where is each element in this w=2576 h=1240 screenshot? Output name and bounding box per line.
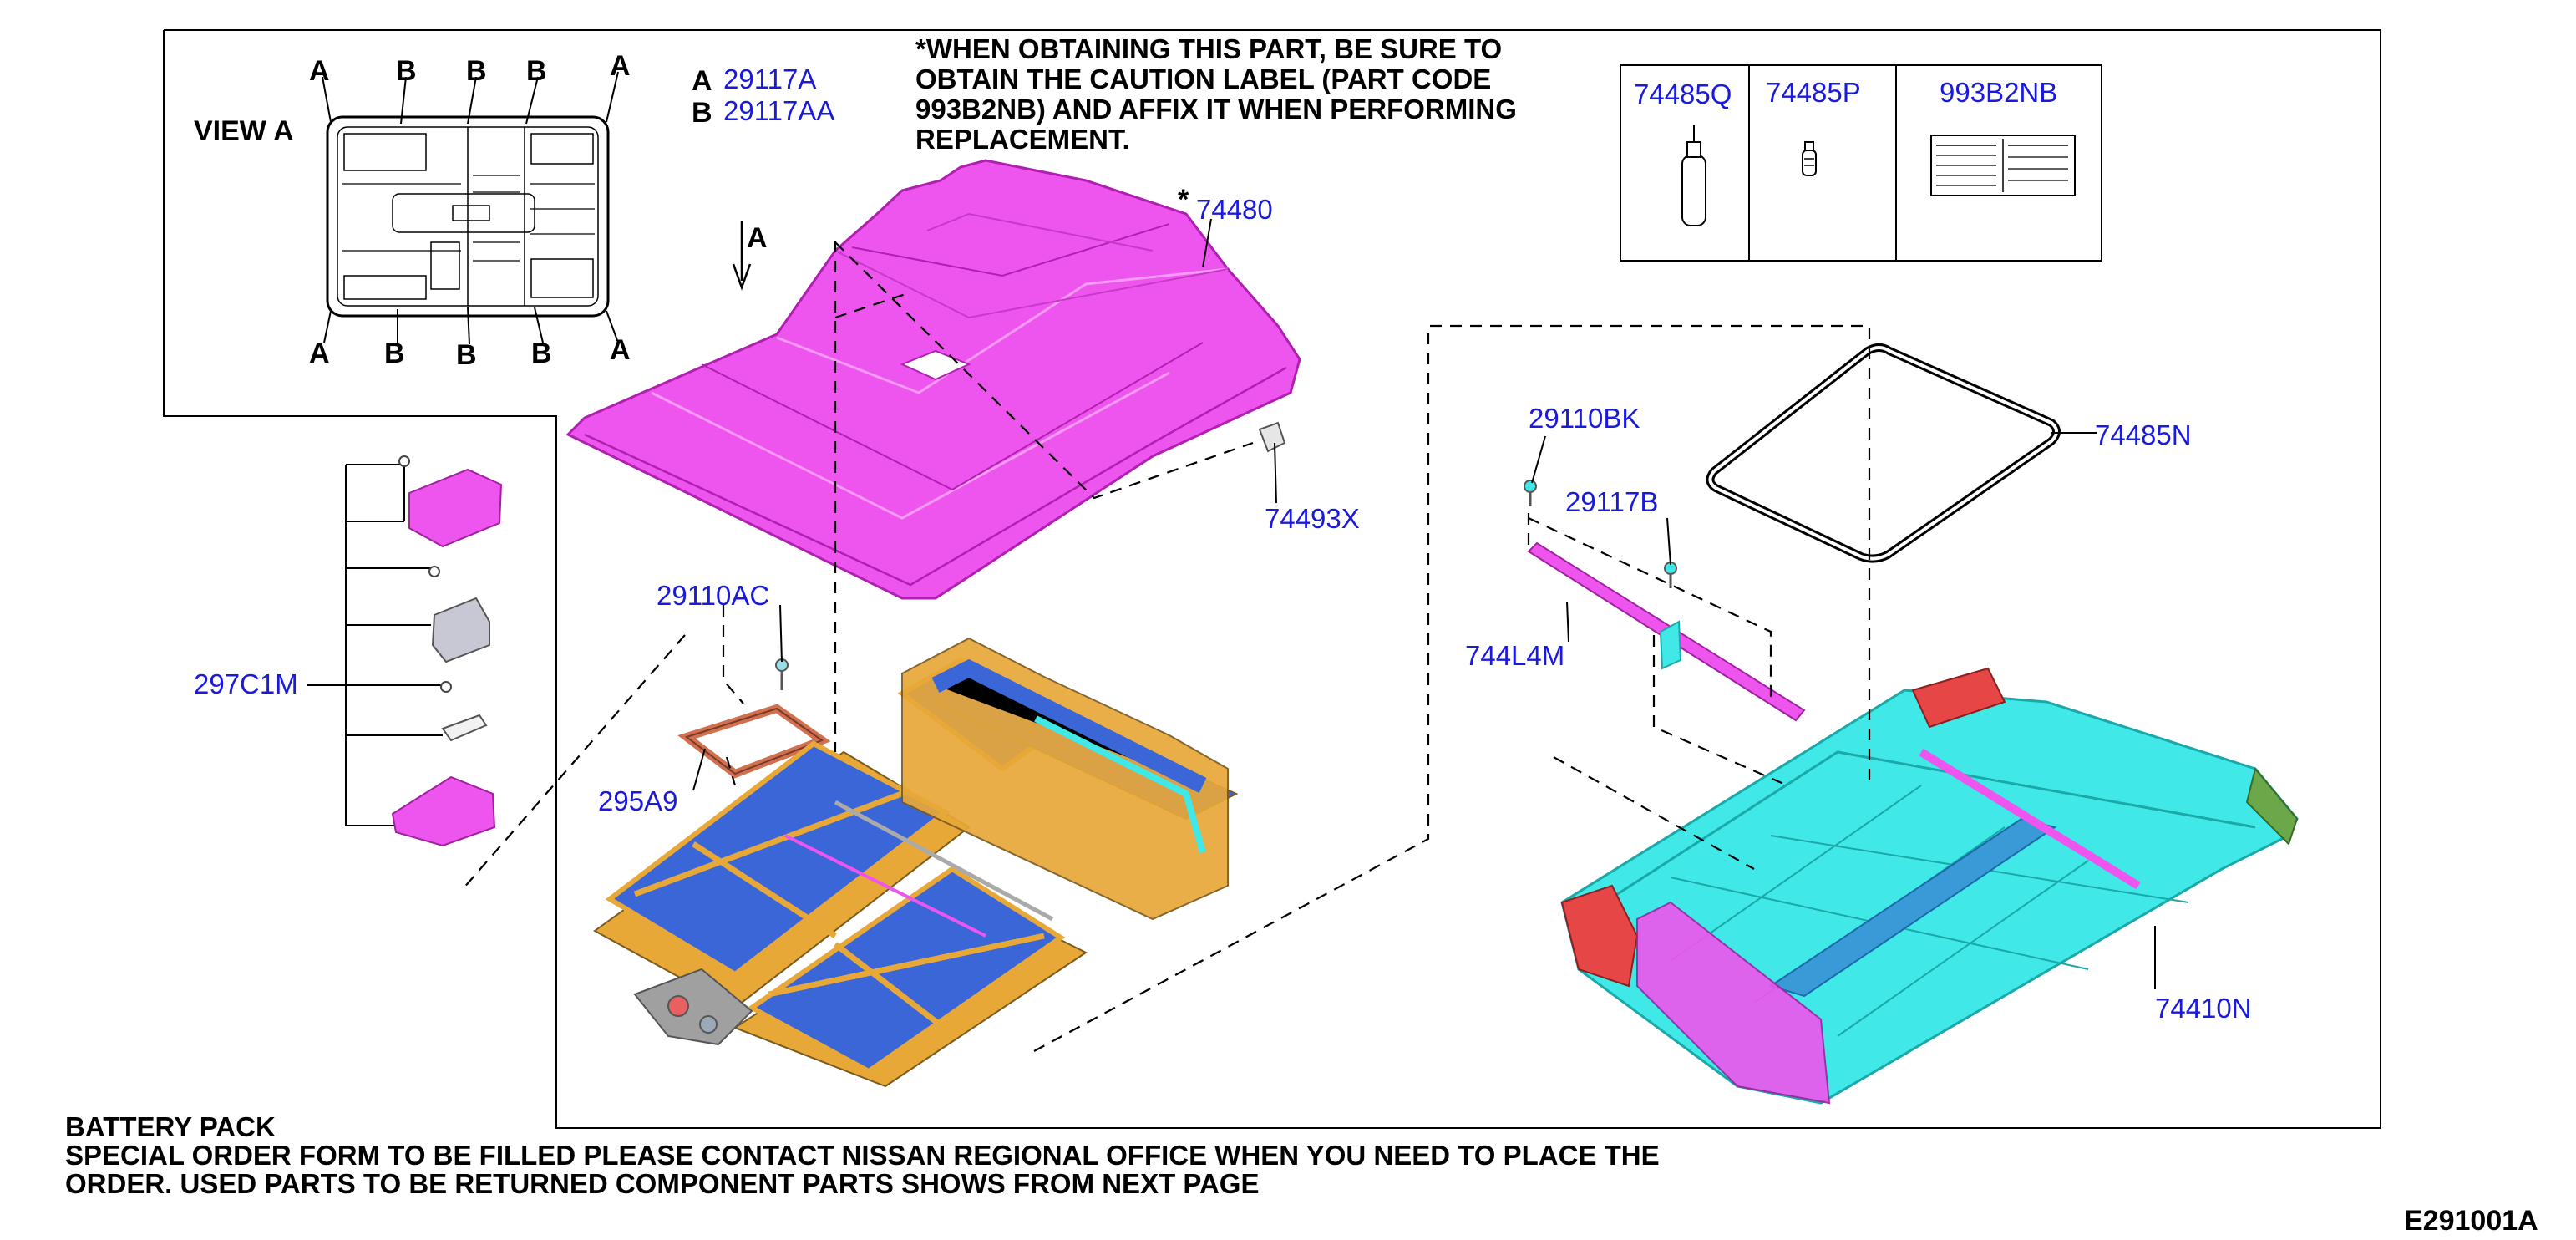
view-a-bottom-letter-2: B — [384, 338, 405, 369]
view-a-bottom-letter-3: B — [456, 339, 477, 371]
callout-labels: * 74480 74493X 29110AC 295A9 297C1M 2911… — [194, 184, 2252, 1024]
table-header-74485q: 74485Q — [1634, 79, 1732, 109]
view-a-inset: VIEW A — [194, 50, 631, 371]
battery-tray — [1560, 667, 2299, 1105]
caution-note-line-3: 993B2NB) AND AFFIX IT WHEN PERFORMING — [915, 94, 1517, 125]
callout-744l4m: 744L4M — [1465, 640, 1564, 671]
legend-part-b: 29117AA — [723, 95, 834, 126]
footer-notes: BATTERY PACK SPECIAL ORDER FORM TO BE FI… — [65, 1111, 2538, 1237]
callout-295a9: 295A9 — [598, 785, 677, 816]
callout-74480: 74480 — [1196, 194, 1273, 225]
diagram-frame — [163, 29, 2381, 1129]
battery-modules — [593, 637, 1239, 1088]
footer-line-2: ORDER. USED PARTS TO BE RETURNED COMPONE… — [65, 1168, 1259, 1199]
callout-leaders — [692, 218, 2156, 989]
view-a-bottom-letter-4: B — [531, 338, 552, 369]
legend-letter-a: A — [692, 65, 712, 97]
legend-part-a: 29117A — [723, 64, 816, 94]
gasket-part — [677, 658, 831, 779]
view-a-title: VIEW A — [194, 115, 294, 147]
view-a-top-letter-2: B — [396, 55, 417, 87]
callout-29117b: 29117B — [1565, 486, 1658, 517]
bracket-part — [1258, 421, 1286, 453]
callout-74493x: 74493X — [1265, 503, 1360, 534]
caution-note-line-1: *WHEN OBTAINING THIS PART, BE SURE TO — [915, 33, 1502, 64]
battery-cover — [565, 159, 1301, 600]
view-a-leaders — [322, 71, 619, 345]
table-header-993b2nb: 993B2NB — [1940, 77, 2057, 108]
view-a-top-letter-4: B — [526, 55, 547, 87]
cover-asterisk: * — [1178, 184, 1189, 216]
view-a-top-letter-1: A — [309, 55, 330, 87]
caution-note-line-2: OBTAIN THE CAUTION LABEL (PART CODE — [915, 64, 1491, 94]
callout-74410n: 74410N — [2155, 993, 2252, 1024]
callout-297c1m: 297C1M — [194, 668, 298, 699]
view-a-bottom-letter-1: A — [309, 338, 330, 369]
letter-legend: A 29117A B 29117AA — [692, 64, 834, 129]
view-a-tray-outline — [326, 115, 610, 318]
sealant-tube-icon — [1681, 125, 1706, 226]
table-header-74485p: 74485P — [1766, 77, 1861, 108]
view-a-bottom-letter-5: A — [610, 334, 631, 366]
seal-ring — [1706, 343, 2061, 563]
reinforcement-bar — [1524, 480, 1806, 722]
figure-code: E291001A — [2404, 1205, 2538, 1237]
caution-note: *WHEN OBTAINING THIS PART, BE SURE TO OB… — [915, 33, 1517, 155]
small-bottle-icon — [1802, 141, 1817, 176]
assembly-dashed-lines — [462, 241, 1871, 1052]
view-a-top-letter-5: A — [610, 50, 631, 82]
callout-29110ac: 29110AC — [657, 580, 769, 611]
legend-letter-b: B — [692, 97, 712, 129]
callout-29110bk: 29110BK — [1529, 403, 1640, 434]
footer-title: BATTERY PACK — [65, 1111, 276, 1142]
view-a-arrow: A — [732, 221, 768, 291]
footer-line-1: SPECIAL ORDER FORM TO BE FILLED PLEASE C… — [65, 1140, 1660, 1171]
harness-components — [307, 455, 503, 847]
view-a-top-letter-3: B — [466, 55, 487, 87]
caution-label-icon — [1930, 135, 2076, 196]
parts-table: 74485Q 74485P 993B2NB — [1620, 64, 2102, 262]
view-a-arrow-letter: A — [747, 222, 768, 254]
callout-74485n: 74485N — [2095, 419, 2192, 450]
caution-note-line-4: REPLACEMENT. — [915, 124, 1130, 155]
